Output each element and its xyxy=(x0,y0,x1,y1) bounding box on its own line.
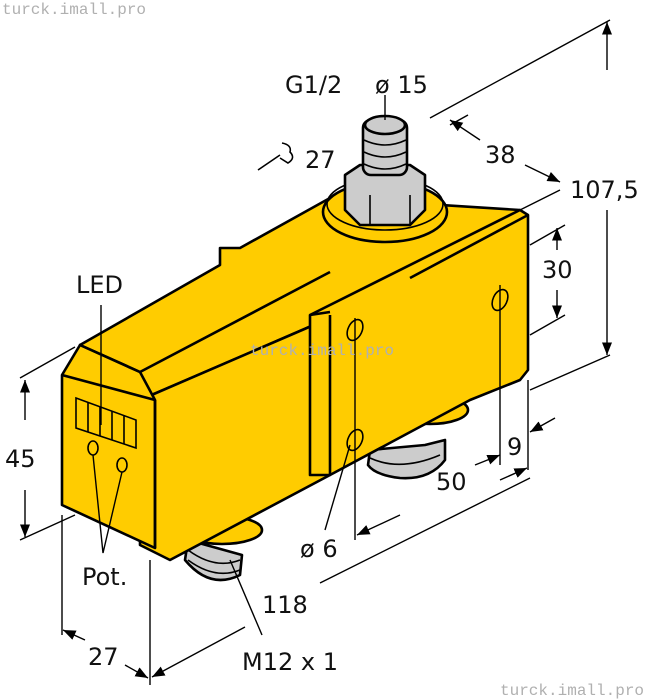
wrench-icon xyxy=(257,142,294,171)
dimension-9-label: 9 xyxy=(507,433,522,461)
wrench-size-label: 27 xyxy=(305,146,336,174)
dimension-38-label: 38 xyxy=(485,141,516,169)
led-label: LED xyxy=(76,271,123,299)
dimension-27-width-label: 27 xyxy=(88,643,119,671)
dimension-45-label: 45 xyxy=(5,445,36,473)
thread-top-label: G1/2 xyxy=(285,71,342,99)
watermark-top: turck.imall.pro xyxy=(2,1,146,19)
hole-diameter-label: ø 6 xyxy=(300,535,338,563)
pot-label: Pot. xyxy=(82,563,127,591)
pot-leader xyxy=(92,454,123,554)
watermark-center: turck.imall.pro xyxy=(250,342,394,360)
dimension-50-label: 50 xyxy=(436,468,467,496)
sensor-body xyxy=(60,196,530,562)
dimension-30-label: 30 xyxy=(542,256,573,284)
led-bar xyxy=(75,396,137,450)
dimension-lines xyxy=(19,19,613,685)
top-fitting xyxy=(321,114,449,244)
watermark-bottom: turck.imall.pro xyxy=(500,682,644,700)
dimension-107-5-label: 107,5 xyxy=(570,176,639,204)
diameter-top-label: ø 15 xyxy=(375,71,428,99)
dimension-118-label: 118 xyxy=(262,591,308,619)
connector-label: M12 x 1 xyxy=(242,648,338,676)
